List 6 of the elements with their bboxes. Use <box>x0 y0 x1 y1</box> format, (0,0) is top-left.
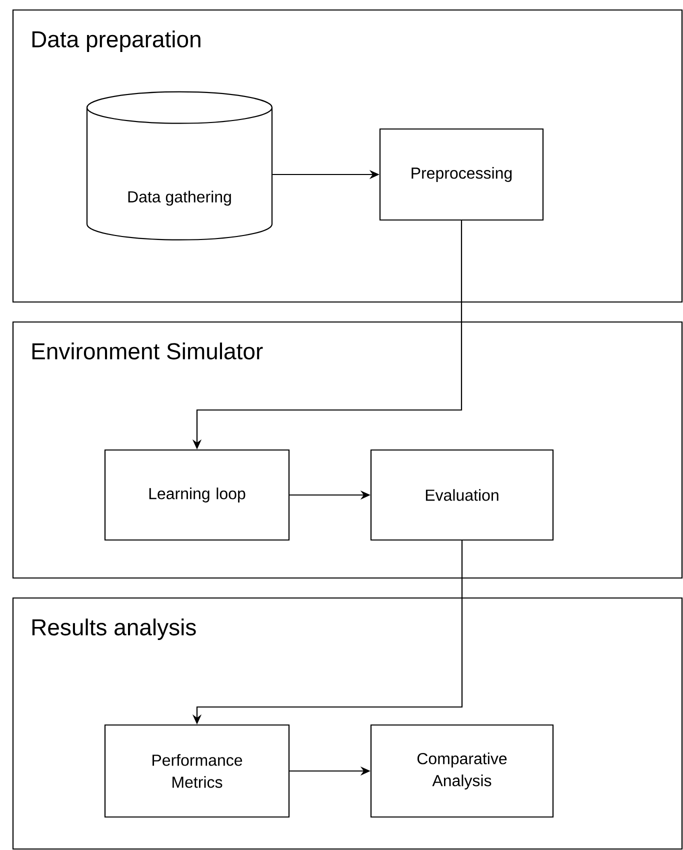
process-box: Evaluation <box>370 449 554 541</box>
process-box: Learning loop <box>104 449 290 541</box>
process-box: Comparative Analysis <box>370 724 554 818</box>
database-cylinder: Data gathering <box>86 91 273 240</box>
process-box: Performance Metrics <box>104 724 290 818</box>
process-box: Preprocessing <box>379 128 544 221</box>
